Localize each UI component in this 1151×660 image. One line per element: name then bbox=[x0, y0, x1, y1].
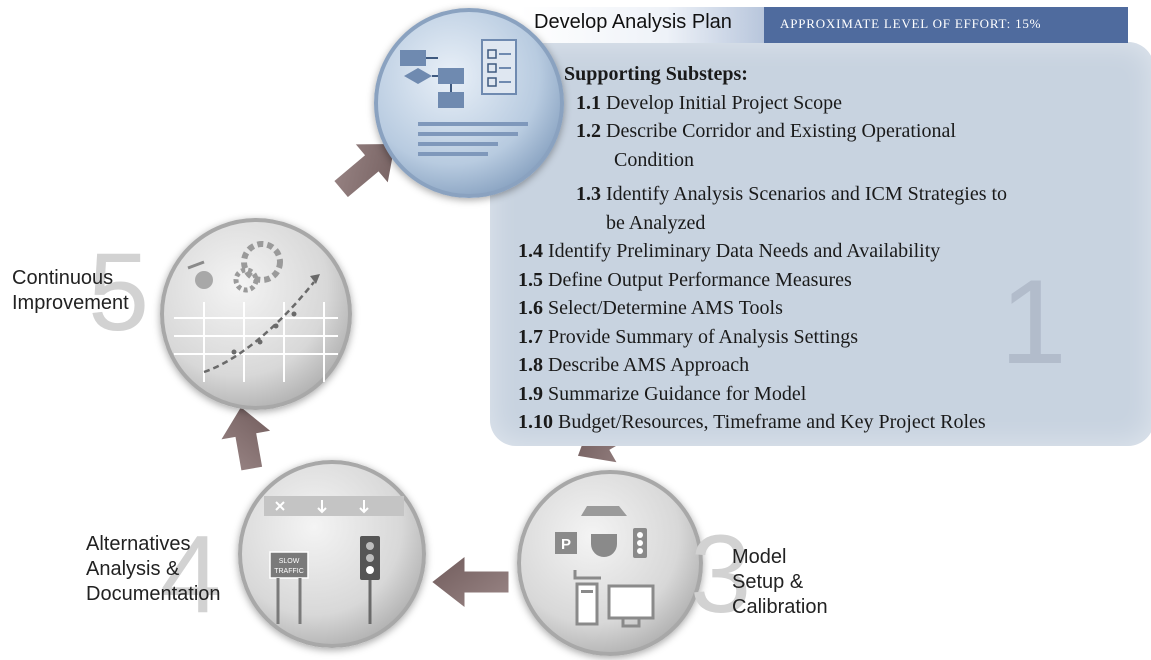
improvement-chart-icon bbox=[174, 241, 338, 382]
header-title-background bbox=[520, 7, 764, 43]
svg-text:SLOW: SLOW bbox=[279, 558, 300, 565]
substep-1-4: 1.4 Identify Preliminary Data Needs and … bbox=[518, 240, 941, 262]
model-setup-icon: P bbox=[555, 506, 655, 628]
substep-1-3-cont: be Analyzed bbox=[606, 211, 706, 234]
arrow-step5-to-step1 bbox=[330, 140, 399, 202]
substeps-panel bbox=[490, 42, 1151, 446]
substep-1-5: 1.5 Define Output Performance Measures bbox=[518, 268, 852, 291]
step4-circle: SLOW TRAFFIC bbox=[238, 460, 426, 648]
step1-title: Develop Analysis Plan bbox=[534, 11, 732, 33]
flowchart-icon bbox=[400, 39, 528, 156]
arrow-step4-to-step5 bbox=[215, 402, 278, 474]
step1-circle bbox=[374, 8, 564, 198]
substep-1-2: 1.2 Describe Corridor and Existing Opera… bbox=[576, 120, 956, 142]
step3-label: Model Setup & Calibration bbox=[732, 546, 828, 618]
substep-1-6: 1.6 Select/Determine AMS Tools bbox=[518, 297, 783, 319]
effort-label: APPROXIMATE LEVEL OF EFFORT: 15% bbox=[780, 16, 1042, 31]
arrow-step3-to-step4 bbox=[427, 550, 512, 614]
substep-1-1: 1.1 Develop Initial Project Scope bbox=[576, 91, 843, 114]
step3-circle: P bbox=[517, 470, 703, 656]
substep-1-3: 1.3 Identify Analysis Scenarios and ICM … bbox=[576, 183, 1008, 205]
substeps-list: Supporting Substeps: 1.1 Develop Initial… bbox=[518, 60, 1007, 437]
substep-1-7: 1.7 Provide Summary of Analysis Settings bbox=[518, 325, 858, 348]
substep-1-9: 1.9 Summarize Guidance for Model bbox=[518, 382, 807, 405]
traffic-sign-icon: SLOW TRAFFIC bbox=[264, 496, 404, 624]
step4-label: Alternatives Analysis & Documentation bbox=[86, 533, 221, 605]
substep-1-10: 1.10 Budget/Resources, Timeframe and Key… bbox=[518, 411, 986, 433]
svg-text:P: P bbox=[561, 536, 571, 553]
substep-1-8: 1.8 Describe AMS Approach bbox=[518, 354, 750, 376]
step1-number: 1 bbox=[1000, 255, 1067, 389]
step3-number: 3 bbox=[690, 513, 752, 636]
step5-label: Continuous Improvement bbox=[12, 267, 129, 314]
step5-circle bbox=[160, 218, 352, 410]
step5-number: 5 bbox=[88, 231, 150, 354]
svg-text:TRAFFIC: TRAFFIC bbox=[274, 568, 304, 575]
step4-number: 4 bbox=[160, 513, 222, 636]
substeps-heading: Supporting Substeps: bbox=[564, 63, 748, 85]
substep-1-2-cont: Condition bbox=[614, 148, 695, 171]
